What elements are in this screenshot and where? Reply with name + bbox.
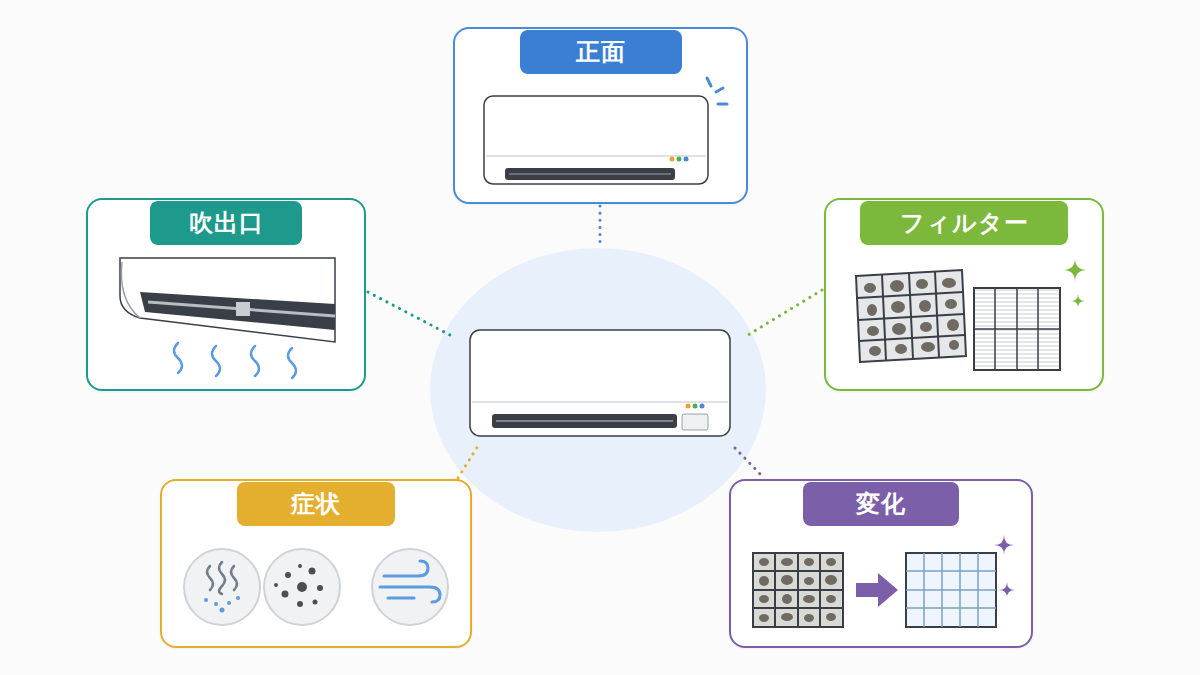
- leader-line: [599, 206, 602, 248]
- category-tab: 正面: [520, 30, 682, 74]
- aircon-display: [682, 414, 708, 430]
- indicator-light: [686, 404, 691, 409]
- aircon-vent: [492, 414, 677, 428]
- category-tab: 吹出口: [150, 201, 302, 245]
- category-box: 症状: [160, 479, 472, 648]
- indicator-light: [693, 404, 698, 409]
- category-box: 変化: [729, 479, 1033, 648]
- center-circle: [430, 248, 766, 532]
- leader-line: [368, 292, 450, 335]
- leader-line: [735, 448, 764, 478]
- category-box: フィルター: [824, 198, 1104, 391]
- aircon-body: [470, 330, 730, 436]
- leader-line: [748, 290, 822, 335]
- indicator-light: [700, 404, 705, 409]
- category-tab: 症状: [237, 482, 395, 526]
- aircon-seam: [472, 401, 728, 403]
- category-tab: 変化: [803, 482, 959, 526]
- aircon-louver: [496, 420, 673, 422]
- category-box: 正面: [453, 27, 748, 204]
- leader-lines: [368, 206, 822, 478]
- category-box: 吹出口: [86, 198, 366, 391]
- central-aircon: [470, 330, 730, 436]
- leader-line: [458, 446, 478, 478]
- category-tab: フィルター: [860, 201, 1068, 245]
